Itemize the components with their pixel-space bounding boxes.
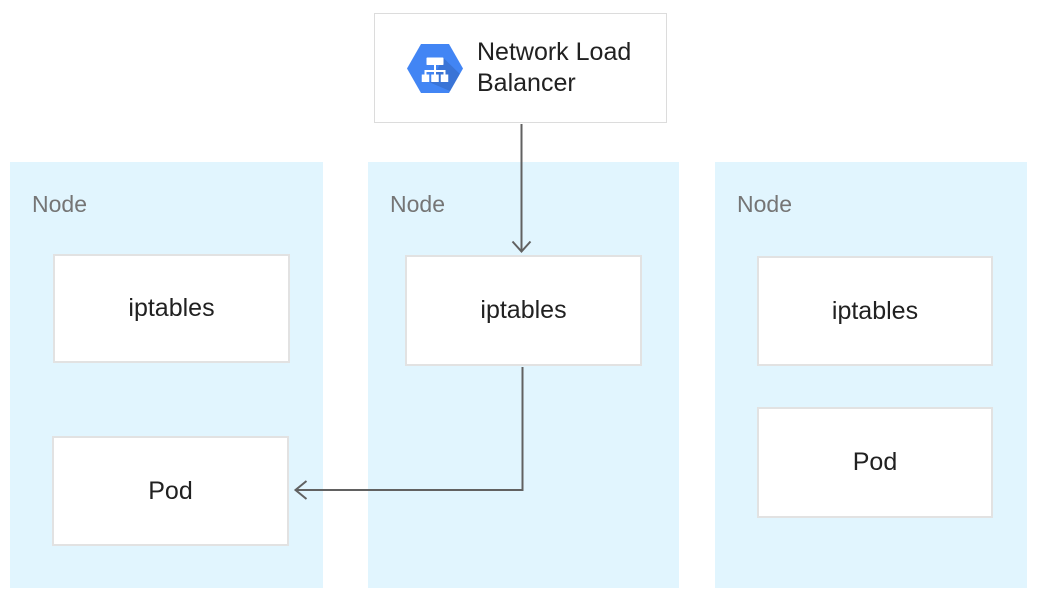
- iptables-box-label: iptables: [480, 296, 567, 324]
- iptables-box-label: iptables: [831, 296, 919, 325]
- node-panel-2: Node iptables: [368, 162, 679, 588]
- pod-box-label: Pod: [148, 476, 193, 505]
- pod-box-label: Pod: [852, 448, 898, 476]
- load-balancer-label: Network Load Balancer: [477, 38, 632, 97]
- pod-box: Pod: [757, 407, 993, 518]
- pod-box: Pod: [52, 436, 289, 546]
- network-load-balancer-card: Network Load Balancer: [374, 13, 667, 123]
- node-panel-3: Node iptables Pod: [715, 162, 1027, 588]
- node-label: Node: [32, 191, 87, 217]
- iptables-box-label: iptables: [128, 294, 215, 322]
- iptables-box: iptables: [53, 254, 290, 363]
- load-balancer-tree-glyph: [421, 57, 449, 82]
- network-load-balancer-icon: [407, 43, 463, 93]
- iptables-box: iptables: [405, 255, 642, 366]
- node-label: Node: [390, 191, 445, 217]
- node-label: Node: [737, 191, 792, 217]
- iptables-box: iptables: [757, 256, 993, 366]
- node-panel-1: Node iptables Pod: [10, 162, 323, 588]
